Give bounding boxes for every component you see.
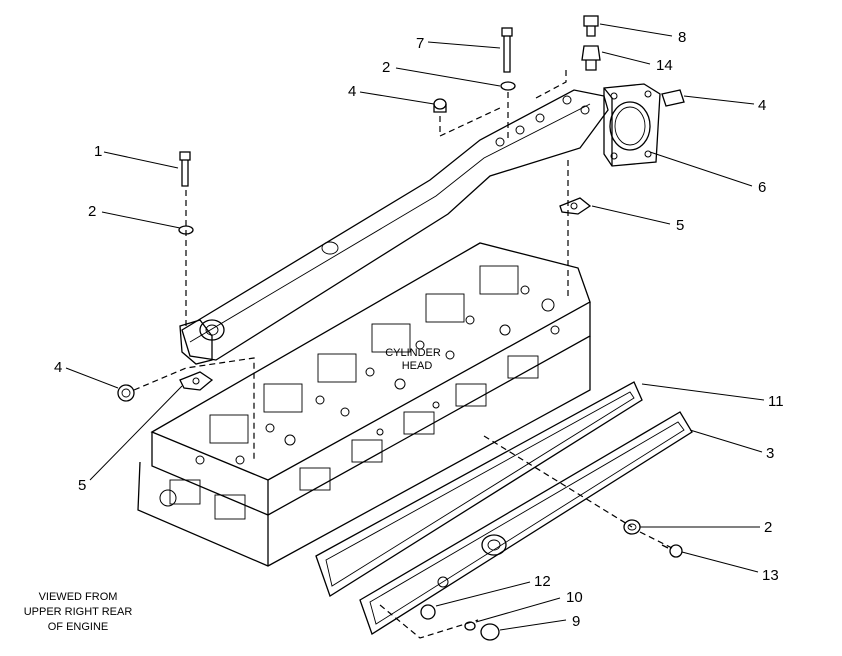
callout-12: 12: [534, 573, 551, 590]
leader-lines: [65, 23, 765, 631]
plug-9: [480, 623, 500, 641]
callout-2-top: 2: [382, 59, 390, 76]
gasket-5-right: [559, 197, 592, 215]
callout-5-left: 5: [78, 477, 86, 494]
callout-6: 6: [758, 179, 766, 196]
callout-2-right: 2: [764, 519, 772, 536]
callout-numbers: 1 2 7 2 4 8 14 4 6 5 4 5 11 3 2 13 12 10…: [54, 29, 784, 630]
view-note-line2: UPPER RIGHT REAR: [24, 606, 133, 618]
cylinder-label-line1: CYLINDER: [385, 347, 441, 359]
callout-1: 1: [94, 143, 102, 160]
bolt-7: [501, 27, 513, 73]
callout-4-left: 4: [54, 359, 62, 376]
callout-8: 8: [678, 29, 686, 46]
plug-4-left: [117, 384, 135, 402]
cylinder-label-line2: HEAD: [402, 360, 433, 372]
callout-2-left: 2: [88, 203, 96, 220]
fitting-8: [583, 15, 599, 37]
manifold: [179, 83, 661, 365]
callout-10: 10: [566, 589, 583, 606]
view-note: VIEWED FROM UPPER RIGHT REAR OF ENGINE: [24, 591, 133, 633]
cover-3: [359, 411, 693, 635]
bolt-13: [661, 544, 683, 558]
bolt-1: [179, 151, 191, 187]
gasket-5-left: [179, 371, 214, 391]
plug-4-top: [433, 98, 447, 113]
callout-11: 11: [768, 393, 784, 410]
callout-4-top: 4: [348, 83, 356, 100]
callout-3: 3: [766, 445, 774, 462]
centerlines: [133, 68, 673, 639]
view-note-line1: VIEWED FROM: [39, 591, 118, 603]
plug-4-right: [661, 89, 685, 107]
callout-4-right: 4: [758, 97, 766, 114]
adapter-14: [581, 45, 601, 71]
plug-12: [420, 604, 436, 620]
cylinder-head: [137, 242, 591, 567]
callout-7: 7: [416, 35, 424, 52]
callout-13: 13: [762, 567, 779, 584]
callout-9: 9: [572, 613, 580, 630]
view-note-line3: OF ENGINE: [48, 621, 109, 633]
gasket-11: [315, 381, 643, 597]
callout-5-right: 5: [676, 217, 684, 234]
washer-2-top: [500, 81, 516, 91]
callout-14: 14: [656, 57, 673, 74]
